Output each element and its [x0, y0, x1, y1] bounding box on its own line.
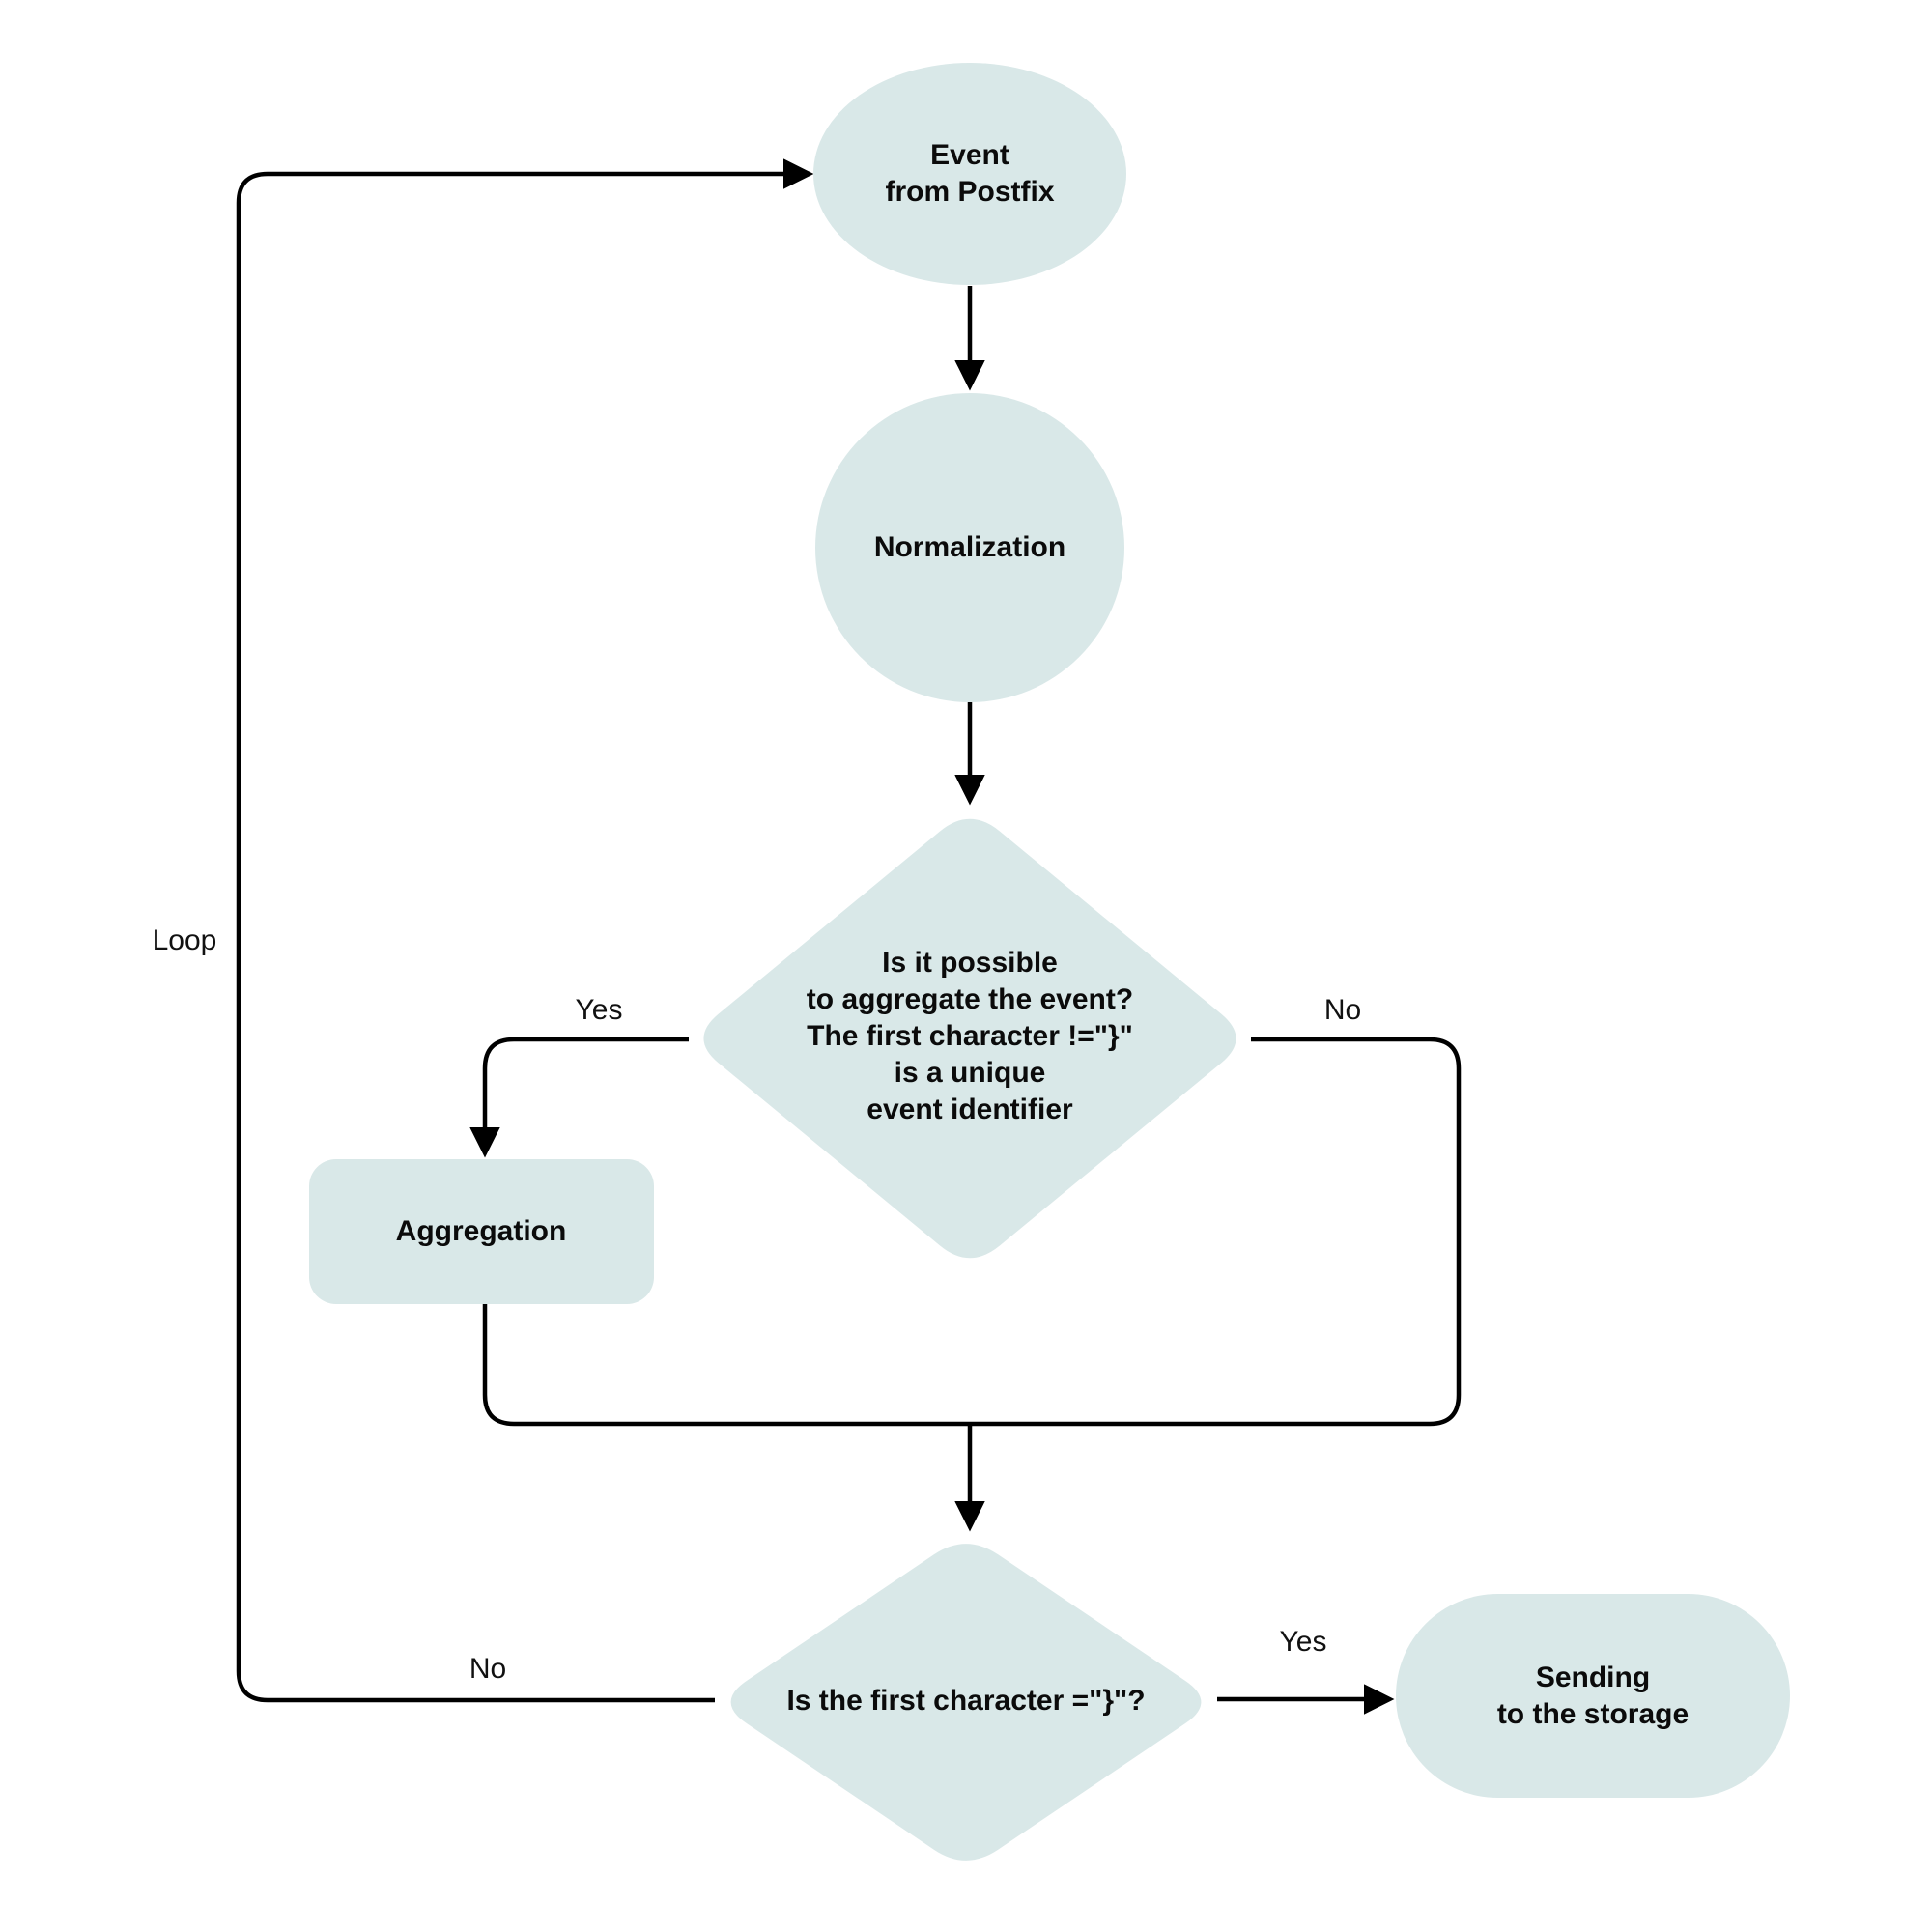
- aggregate-yes-edge-label: Yes: [575, 994, 623, 1026]
- aggregate-no-edge-label: No: [1323, 994, 1362, 1026]
- storage-node: [1396, 1594, 1790, 1798]
- start-node: [813, 63, 1126, 285]
- edge-loop-arrow: [236, 158, 814, 1703]
- storage-node-label: Sending to the storage: [1496, 1662, 1690, 1730]
- aggregation-node: [309, 1159, 654, 1304]
- first-char-decision-node-label: Is the first character ="}"?: [786, 1685, 1146, 1717]
- start-node-label: Event from Postfix: [885, 139, 1055, 208]
- normalization-node-label: Normalization: [873, 531, 1066, 563]
- first-char-no-edge-label: No: [469, 1653, 507, 1685]
- edge-yes-to-aggregation-arrow: [469, 1037, 689, 1158]
- aggregate-decision-node-label: Is it possible to aggregate the event? T…: [806, 947, 1134, 1125]
- first-char-yes-edge-label: Yes: [1279, 1626, 1327, 1658]
- normalization-node: [815, 393, 1124, 702]
- first-char-decision-node: [730, 1544, 1202, 1861]
- aggregate-decision-node: [703, 818, 1236, 1259]
- loop-edge-label: Loop: [152, 924, 217, 956]
- aggregation-node-label: Aggregation: [395, 1215, 567, 1247]
- edge-no-merge-rail: [482, 1037, 1462, 1427]
